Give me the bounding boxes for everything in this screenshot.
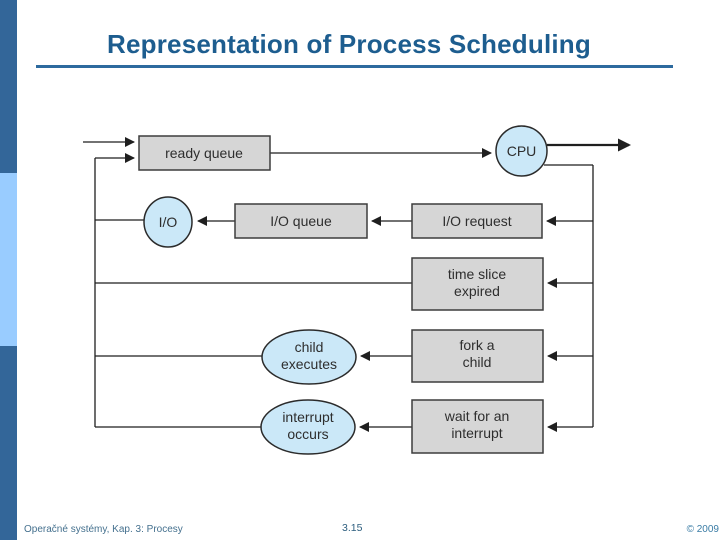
cpu-label: CPU <box>507 143 537 159</box>
io-request-rect <box>411 203 543 239</box>
page-title: Representation of Process Scheduling <box>107 29 591 59</box>
time-slice-expired-rect <box>411 257 544 311</box>
io-request-label: I/O request <box>442 213 511 229</box>
footer-slide-number: 3.15 <box>342 522 363 534</box>
ready-queue-box: ready queue <box>138 135 271 171</box>
interrupt-occurs-ellipse <box>260 399 356 455</box>
wait-for-interrupt-rect <box>411 399 544 454</box>
io-label: I/O <box>159 214 178 230</box>
footer-course-label: Operačné systémy, Kap. 3: Procesy <box>24 524 183 535</box>
io-node: I/O <box>143 196 193 248</box>
footer-copyright: © 2009 <box>686 524 719 535</box>
io-queue-box: I/O queue <box>234 203 368 239</box>
ready-queue-label: ready queue <box>165 145 243 161</box>
fork-a-child-rect <box>411 329 544 383</box>
io-ellipse <box>143 196 193 248</box>
child-executes-ellipse <box>261 329 357 385</box>
title-underline <box>36 65 673 68</box>
io-request-box: I/O request <box>411 203 543 239</box>
sidebar-segment-bottom <box>0 346 17 540</box>
diagram-connectors <box>83 137 631 432</box>
sidebar-segment-middle <box>0 173 17 346</box>
sidebar-accent-bar <box>0 0 17 540</box>
ready-queue-rect <box>138 135 271 171</box>
sidebar-segment-top <box>0 0 17 173</box>
cpu-node: CPU <box>495 125 548 177</box>
io-queue-label: I/O queue <box>270 213 332 229</box>
cpu-ellipse <box>495 125 548 177</box>
io-queue-rect <box>234 203 368 239</box>
